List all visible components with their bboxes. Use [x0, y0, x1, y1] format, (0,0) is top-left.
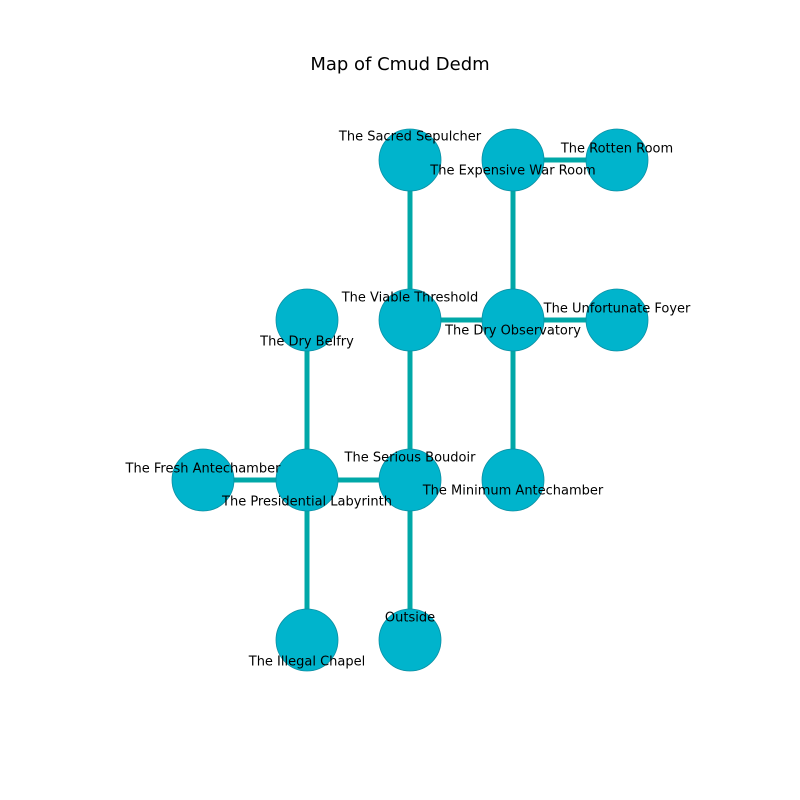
room-node-minimum-antechamber[interactable]	[481, 448, 545, 512]
room-node-unfortunate-foyer[interactable]	[585, 288, 649, 352]
room-node-fresh-antechamber[interactable]	[171, 448, 235, 512]
room-label-dry-observatory: The Dry Observatory	[444, 324, 581, 339]
rooms-layer	[171, 128, 649, 672]
room-node-dry-observatory[interactable]	[481, 288, 545, 352]
room-label-illegal-chapel: The Illegal Chapel	[248, 655, 365, 670]
room-node-serious-boudoir[interactable]	[378, 448, 442, 512]
room-label-viable-threshold: The Viable Threshold	[341, 291, 479, 306]
room-node-rotten-room[interactable]	[585, 128, 649, 192]
room-label-presidential-labyrinth: The Presidential Labyrinth	[221, 495, 392, 510]
room-node-viable-threshold[interactable]	[378, 288, 442, 352]
room-node-expensive-war-room[interactable]	[481, 128, 545, 192]
room-label-sacred-sepulcher: The Sacred Sepulcher	[338, 130, 482, 145]
room-label-unfortunate-foyer: The Unfortunate Foyer	[543, 302, 691, 317]
map-title: Map of Cmud Dedm	[310, 54, 490, 75]
room-label-minimum-antechamber: The Minimum Antechamber	[422, 484, 604, 499]
room-label-outside: Outside	[385, 611, 435, 626]
room-node-outside[interactable]	[378, 608, 442, 672]
room-node-dry-belfry[interactable]	[275, 288, 339, 352]
room-node-sacred-sepulcher[interactable]	[378, 128, 442, 192]
room-node-presidential-labyrinth[interactable]	[275, 448, 339, 512]
room-label-dry-belfry: The Dry Belfry	[259, 335, 354, 350]
room-label-expensive-war-room: The Expensive War Room	[429, 164, 595, 179]
room-label-fresh-antechamber: The Fresh Antechamber	[125, 462, 282, 477]
room-node-illegal-chapel[interactable]	[275, 608, 339, 672]
room-label-rotten-room: The Rotten Room	[560, 142, 673, 157]
room-label-serious-boudoir: The Serious Boudoir	[344, 451, 477, 466]
connections-layer	[203, 157, 617, 640]
